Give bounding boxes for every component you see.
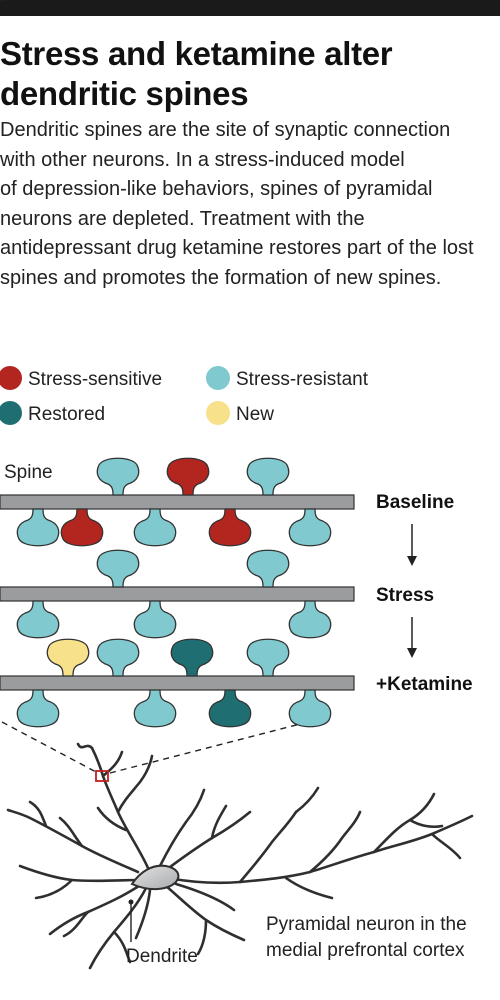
spine-stress-resistant-up (246, 549, 290, 588)
pyramidal-neuron (6, 742, 474, 970)
neuron-caption-line: medial prefrontal cortex (266, 940, 465, 961)
baseline-dendrite-bar (0, 494, 355, 510)
spine-stress-sensitive-down (208, 508, 252, 547)
zoom-lines (1, 721, 301, 774)
spine-restored-up (170, 638, 214, 677)
stress-dendrite-bar (0, 586, 355, 602)
spine-stress-resistant-up (96, 549, 140, 588)
down-arrow-icon (407, 617, 417, 658)
dendrite-pointer-dot (128, 899, 134, 905)
baseline-spines (16, 457, 332, 547)
legend-swatch-stress-sensitive (0, 366, 22, 390)
spine-stress-sensitive-up (166, 457, 210, 496)
description-line: Dendritic spines are the site of synapti… (0, 119, 451, 141)
figure-title: Stress and ketamine alter dendritic spin… (0, 34, 500, 114)
spine-stress-resistant-up (96, 638, 140, 677)
neuron-soma (130, 864, 180, 890)
description-line: antidepressant drug ketamine restores pa… (0, 237, 474, 260)
description-line: spines and promotes the formation of new… (0, 266, 442, 289)
zoom-box (95, 770, 109, 782)
row-label-baseline: Baseline (376, 492, 454, 513)
down-arrow-icon (407, 524, 417, 566)
neuron-caption-line: Pyramidal neuron in the (266, 914, 467, 935)
spine-stress-resistant-down (288, 508, 332, 547)
title-line: dendritic spines (0, 75, 249, 112)
top-rule (0, 0, 500, 16)
description-line: with other neurons. In a stress-induced … (0, 148, 405, 171)
description-line: neurons are depleted. Treatment with the (0, 207, 365, 230)
legend-swatch-new (206, 401, 230, 425)
legend-label-new: New (236, 404, 274, 425)
legend-label-stress-resistant: Stress-resistant (236, 369, 369, 390)
spine-label: Spine (4, 462, 53, 483)
row-label-stress: Stress (376, 585, 434, 606)
legend: Stress-sensitive Stress-resistant Restor… (0, 366, 369, 425)
ketamine-spines (16, 638, 332, 728)
dendrite-label: Dendrite (126, 946, 198, 967)
title-line: Stress and ketamine alter (0, 35, 393, 72)
spine-stress-resistant-down (288, 689, 332, 728)
spine-restored-down (208, 689, 252, 728)
spine-stress-resistant-up (246, 457, 290, 496)
row-label-ketamine: +Ketamine (376, 674, 473, 695)
spine-stress-resistant-down (16, 600, 60, 639)
spine-stress-resistant-down (133, 600, 177, 639)
spine-new-up (46, 638, 90, 677)
ketamine-dendrite-bar (0, 675, 355, 691)
spine-stress-resistant-down (133, 508, 177, 547)
spine-stress-resistant-down (133, 689, 177, 728)
legend-label-restored: Restored (28, 404, 105, 425)
figure-description: Dendritic spines are the site of synapti… (0, 116, 500, 294)
spine-stress-resistant-down (16, 689, 60, 728)
legend-label-stress-sensitive: Stress-sensitive (28, 369, 162, 390)
spine-stress-resistant-up (246, 638, 290, 677)
description-line: of depression-like behaviors, spines of … (0, 178, 433, 201)
legend-swatch-restored (0, 401, 22, 425)
spine-stress-resistant-down (288, 600, 332, 639)
spine-stress-resistant-down (16, 508, 60, 547)
legend-swatch-stress-resistant (206, 366, 230, 390)
stress-spines (16, 549, 332, 639)
spine-stress-sensitive-down (60, 508, 104, 547)
spine-stress-resistant-up (96, 457, 140, 496)
